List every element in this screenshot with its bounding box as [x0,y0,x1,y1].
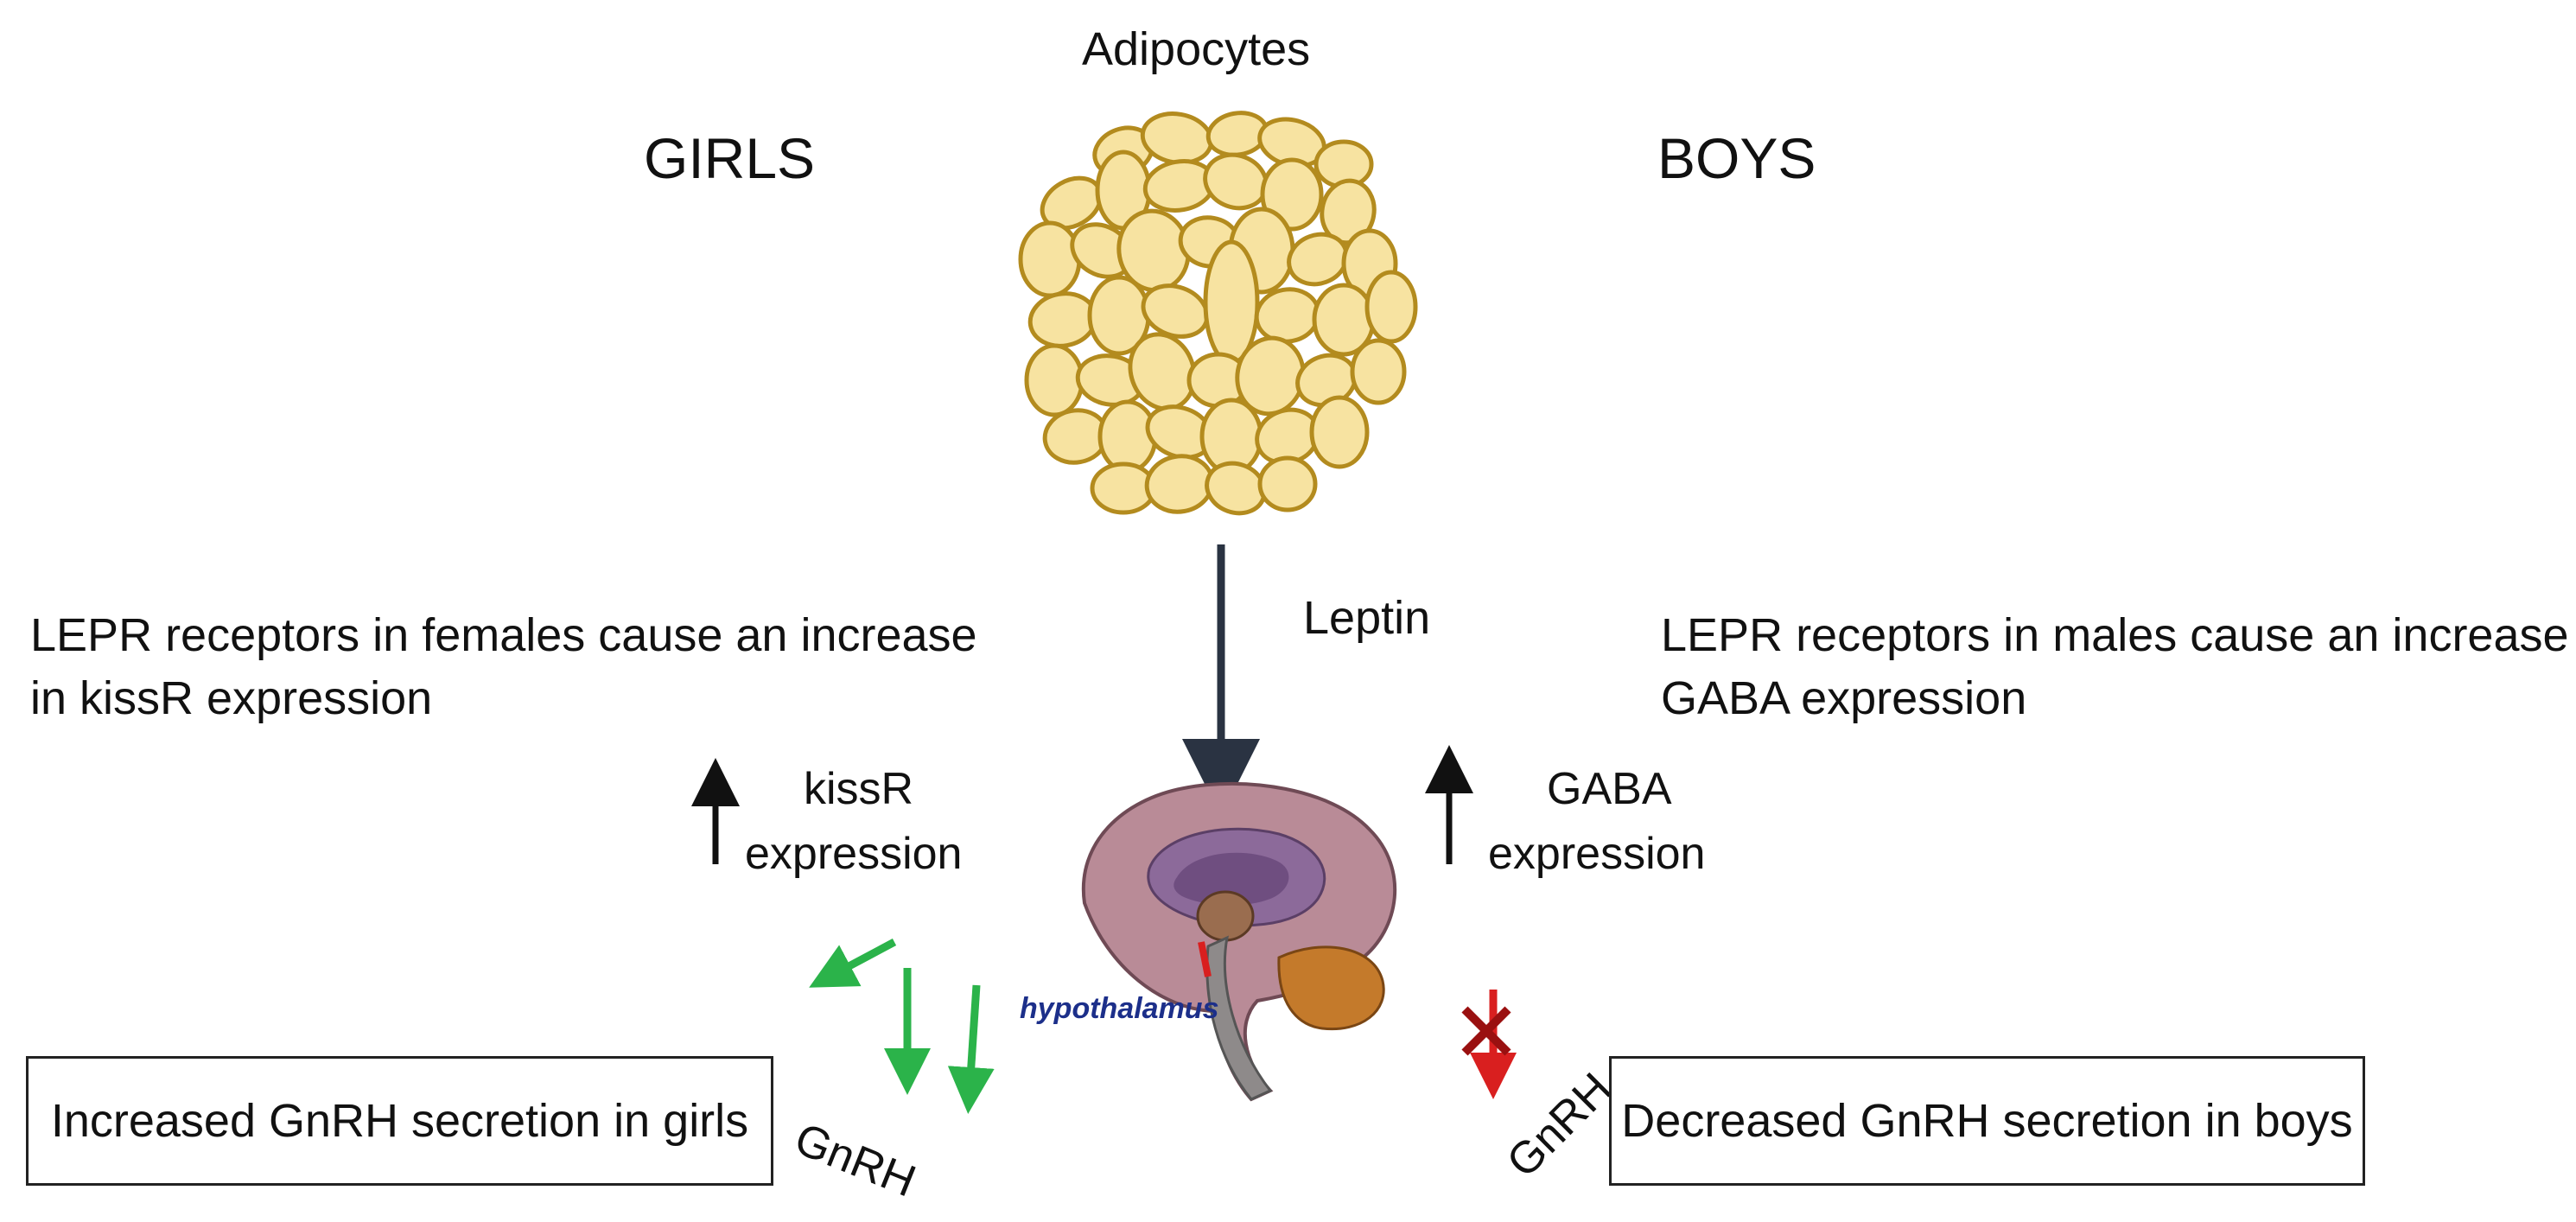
adipocyte-cell [1018,220,1082,298]
boys-outcome-box: Decreased GnRH secretion in boys [1609,1056,2365,1186]
adipocyte-cell [1350,338,1407,405]
brain-icon [1081,781,1397,1102]
gnrh-inhibitory-arrow [1461,990,1517,1099]
boys-description-line1: LEPR receptors in males cause an increas… [1661,609,2576,661]
adipocyte-cell [1024,343,1084,417]
adipocytes-label: Adipocytes [1082,23,1311,75]
leptin-label: Leptin [1303,592,1431,644]
adipocyte-cell [1097,399,1158,474]
adipocyte-cell [1364,270,1418,344]
boys-description-line2: GABA expression [1661,672,2027,724]
boys-heading: BOYS [1657,126,1816,190]
adipocyte-cell [1309,395,1370,469]
kissr-expression-label: expression [745,829,963,879]
girls-outcome-text: Increased GnRH secretion in girls [50,1095,749,1147]
adipocyte-cluster [1018,111,1418,516]
adipocyte-cell [1260,157,1324,232]
girls-description-line2: in kissR expression [30,672,433,724]
boys-outcome-text: Decreased GnRH secretion in boys [1621,1095,2353,1147]
girls-outcome-box: Increased GnRH secretion in girls [26,1056,773,1186]
gaba-label: GABA [1547,764,1672,814]
girls-heading: GIRLS [644,126,816,190]
gaba-expression-label: expression [1488,829,1706,879]
gnrh-stimulatory-arrows [809,939,995,1114]
hypothalamus-label: hypothalamus [1020,992,1219,1025]
adipocyte-cell [1257,455,1318,512]
kissr-label: kissR [804,764,914,814]
girls-description-line1: LEPR receptors in females cause an incre… [30,609,977,661]
